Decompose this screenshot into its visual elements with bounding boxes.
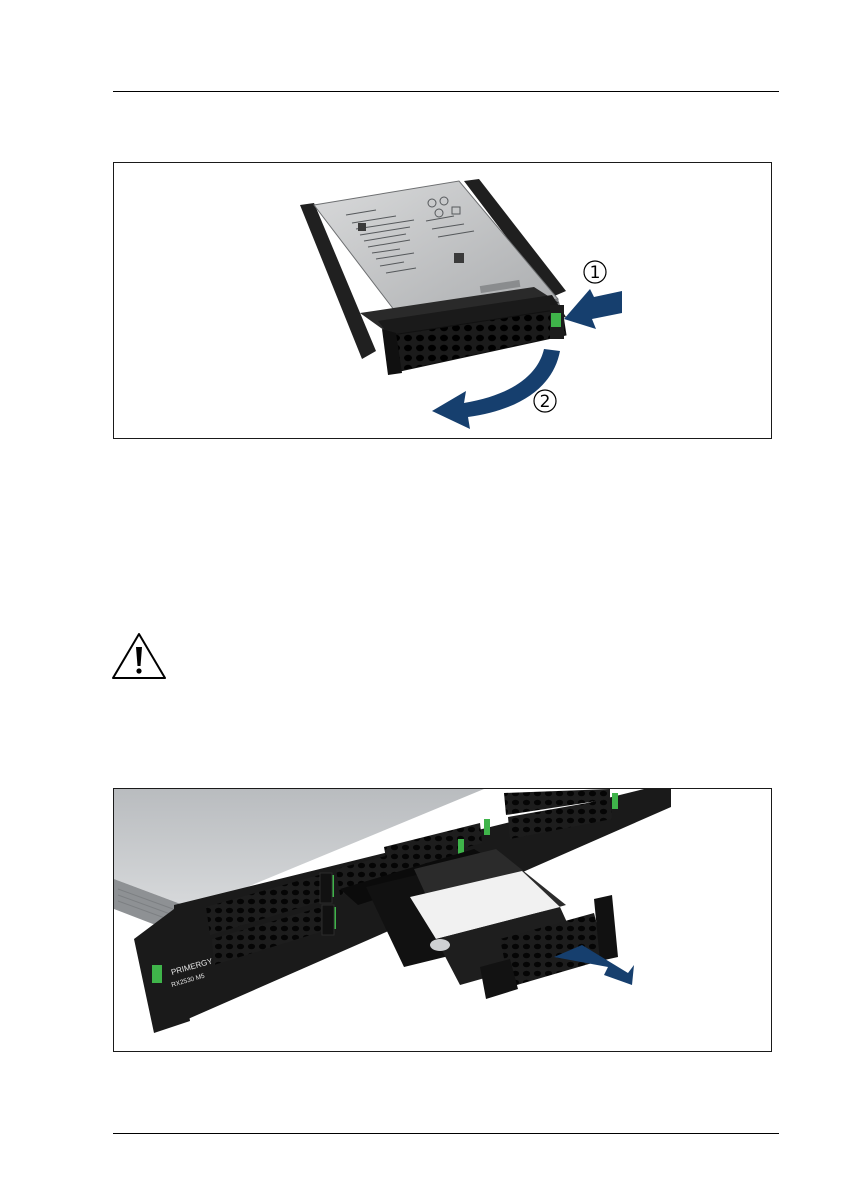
disk-qr-code (454, 253, 464, 263)
push-arrow-icon (564, 289, 622, 329)
swing-open-arrow-icon (432, 349, 560, 429)
callout-2: 2 (534, 390, 556, 412)
hdd-release-illustration: 1 2 (114, 163, 771, 438)
header-rule (113, 91, 779, 92)
svg-text:1: 1 (590, 263, 601, 283)
release-latch-green (551, 313, 561, 327)
disk-barcode (358, 223, 366, 231)
figure-hdd-release: 1 2 (113, 162, 772, 439)
svg-text:2: 2 (540, 392, 551, 412)
figure-hdd-insert: PRIMERGY RX2530 M5 (113, 788, 772, 1052)
bezel-ear-green (152, 965, 162, 983)
server-front-illustration: PRIMERGY RX2530 M5 (114, 789, 771, 1051)
warning-triangle-icon (110, 631, 168, 681)
footer-rule (113, 1133, 779, 1134)
disk-connector (430, 939, 450, 951)
callout-1: 1 (584, 261, 606, 283)
